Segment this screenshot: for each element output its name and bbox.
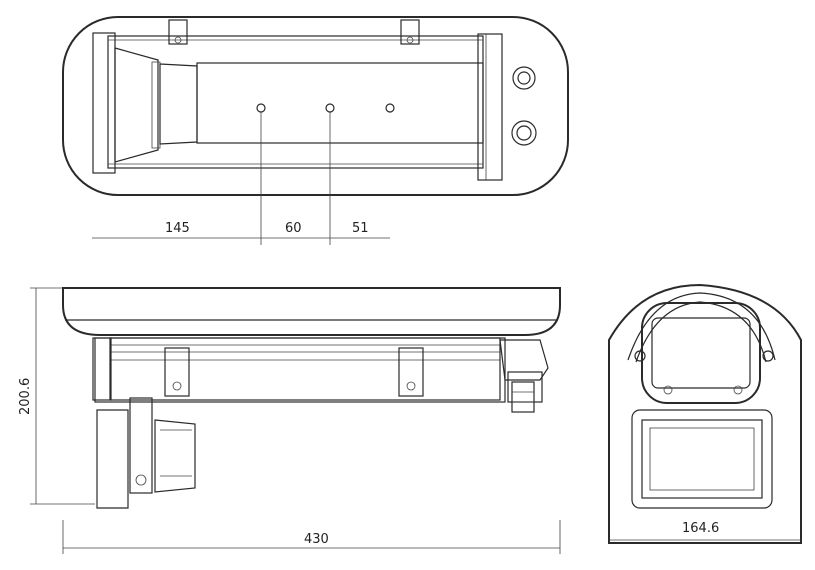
dim-width: 164.6 (682, 521, 719, 536)
mount-hole-3 (385, 103, 395, 113)
side-view: 200.6 430 (18, 287, 561, 554)
front-view: 164.6 (608, 283, 802, 544)
dim-length: 430 (304, 532, 329, 547)
dim-height: 200.6 (18, 378, 33, 415)
top-view: 145 60 51 (62, 16, 569, 245)
dim-mount-offset: 145 (165, 221, 190, 236)
mount-hole-1 (256, 103, 266, 113)
cable-gland-bottom (511, 120, 537, 146)
cable-gland-top (512, 66, 536, 90)
dim-hole-spacing: 60 (285, 221, 302, 236)
mount-hole-2 (325, 103, 335, 113)
dim-hole-end-offset: 51 (352, 221, 369, 236)
